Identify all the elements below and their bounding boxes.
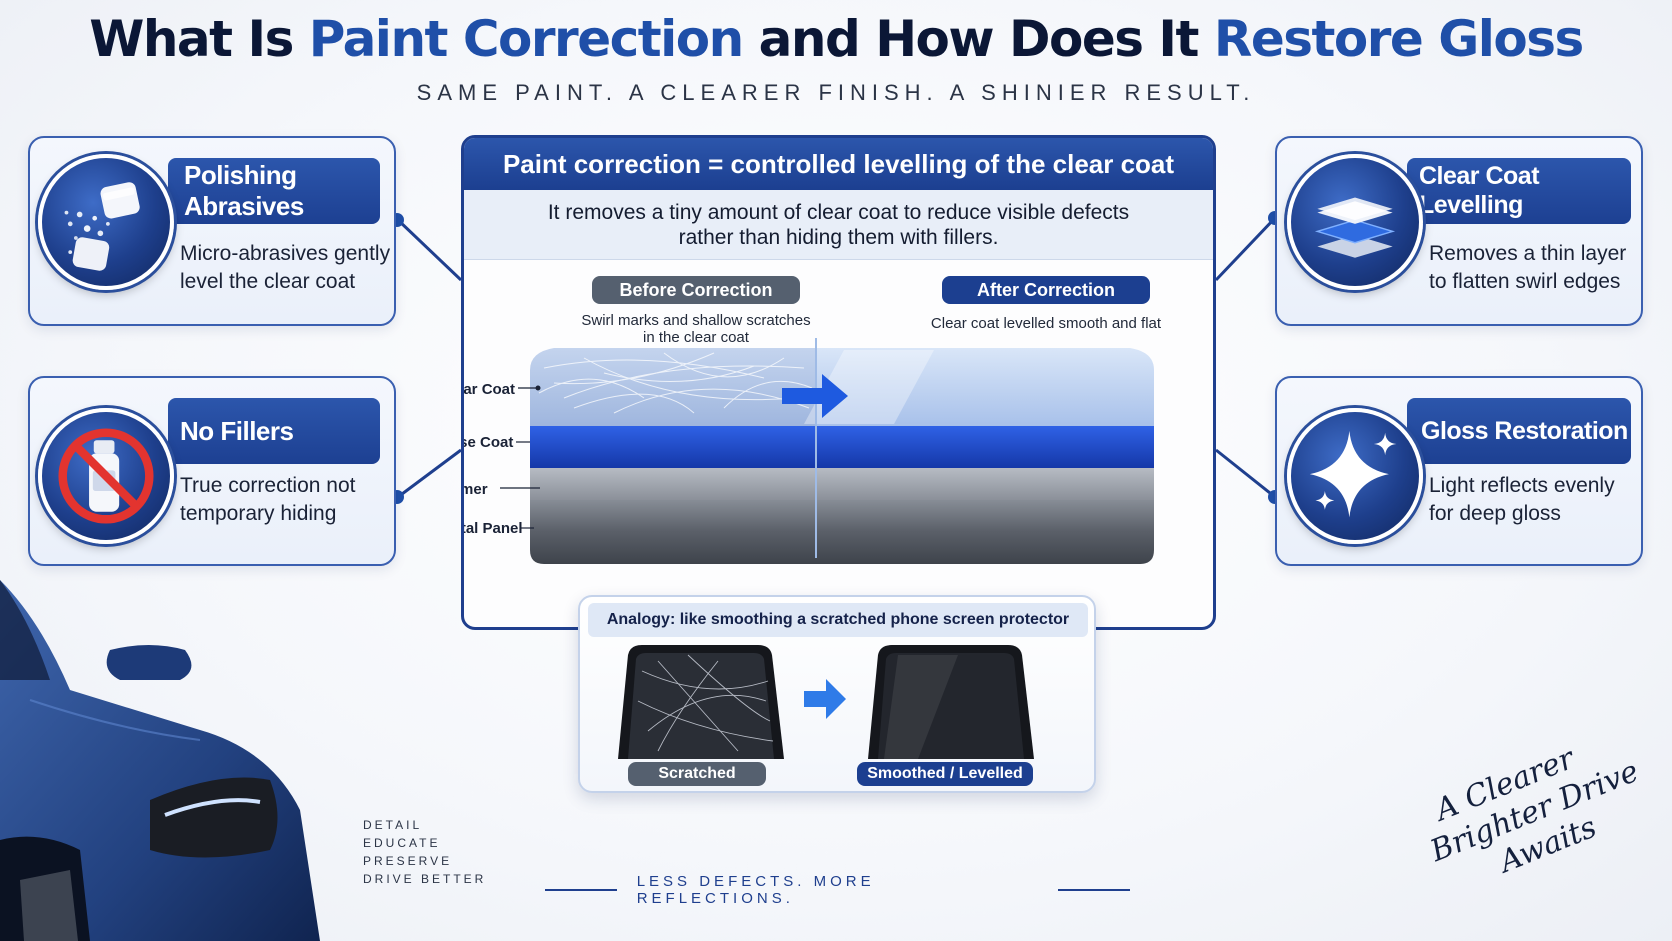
card-text-line: Micro-abrasives gently — [180, 242, 391, 265]
footer-values: DETAIL EDUCATE PRESERVE DRIVE BETTER — [363, 816, 486, 888]
caption-line: in the clear coat — [643, 329, 749, 346]
intro-line: It removes a tiny amount of clear coat t… — [547, 201, 1130, 224]
analogy-arrow-icon — [804, 679, 846, 719]
footer-value: DRIVE BETTER — [363, 872, 487, 886]
card-text-line: to flatten swirl edges — [1429, 270, 1621, 293]
analogy-panel: Analogy: like smoothing a scratched phon… — [578, 595, 1096, 793]
card-text-line: Removes a thin layer — [1429, 242, 1627, 265]
layer-label-metal-panel: Metal Panel — [461, 520, 523, 537]
card-text: Micro-abrasives gently level the clear c… — [180, 240, 390, 296]
swirl-scratches — [538, 352, 813, 414]
layers-icon — [1287, 154, 1423, 290]
footer-tagline: LESS DEFECTS. MORE REFLECTIONS. — [545, 873, 1130, 907]
center-heading: Paint correction = controlled levelling … — [464, 138, 1213, 190]
tagline-rule — [545, 889, 617, 891]
clear-coat-after — [816, 348, 1154, 426]
layer-label-primer: Primer — [461, 481, 488, 498]
title-highlight-1: Paint Correction — [308, 10, 744, 68]
layer-leader-lines — [500, 387, 540, 529]
footer-value: PRESERVE — [363, 854, 453, 868]
card-text-line: level the clear coat — [180, 270, 356, 293]
base-coat-layer — [530, 426, 1154, 468]
direction-arrow-icon — [782, 374, 848, 418]
after-correction-pill: After Correction — [942, 276, 1150, 304]
card-text: Light reflects evenly for deep gloss — [1429, 472, 1615, 528]
footer-value: DETAIL — [363, 818, 423, 832]
page-title: What Is Paint Correction and How Does It… — [0, 10, 1672, 68]
signature-text: A Clearer Brighter Drive Awaits — [1412, 717, 1672, 933]
analogy-heading: Analogy: like smoothing a scratched phon… — [588, 603, 1088, 637]
card-text: Removes a thin layer to flatten swirl ed… — [1429, 240, 1626, 296]
card-title: Gloss Restoration — [1407, 398, 1631, 464]
scratched-pill: Scratched — [628, 762, 766, 786]
center-intro: It removes a tiny amount of clear coat t… — [464, 190, 1213, 260]
smoothed-pill: Smoothed / Levelled — [857, 762, 1033, 786]
phone-comparison — [618, 645, 1034, 759]
connector-line-4 — [1215, 448, 1276, 499]
sparkle-icon — [1287, 408, 1423, 544]
after-caption: Clear coat levelled smooth and flat — [930, 315, 1162, 332]
intro-line: rather than hiding them with fillers. — [678, 226, 999, 249]
connector-line-1 — [396, 218, 463, 282]
paint-layers-diagram — [500, 338, 1154, 564]
layer-label-clear-coat: Clear Coat — [463, 381, 516, 398]
card-text: True correction not temporary hiding — [180, 472, 355, 528]
tagline-rule — [1058, 889, 1130, 891]
primer-layer — [530, 466, 1154, 500]
card-text-line: True correction not — [180, 474, 356, 497]
no-filler-bottle-icon — [38, 408, 174, 544]
title-part-2: and How Does It — [742, 10, 1214, 68]
center-panel: Paint correction = controlled levelling … — [461, 135, 1216, 630]
tagline-text: LESS DEFECTS. MORE REFLECTIONS. — [636, 873, 875, 907]
car-illustration — [0, 580, 320, 941]
page-subtitle: SAME PAINT. A CLEARER FINISH. A SHINIER … — [416, 80, 1256, 105]
metal-panel-layer — [530, 498, 1154, 564]
card-title: Polishing Abrasives — [168, 158, 380, 224]
layer-label-base-coat: Base Coat — [464, 434, 514, 451]
before-correction-pill: Before Correction — [592, 276, 800, 304]
title-part-1: What Is — [89, 10, 309, 68]
card-title: Clear Coat Levelling — [1407, 158, 1631, 224]
card-title: No Fillers — [168, 398, 380, 464]
connector-line-2 — [397, 448, 462, 499]
caption-line: Swirl marks and shallow scratches — [581, 312, 811, 329]
footer-value: EDUCATE — [363, 836, 441, 850]
card-text-line: Light reflects evenly — [1429, 474, 1615, 497]
connector-line-3 — [1214, 216, 1277, 282]
card-text-line: for deep gloss — [1429, 502, 1561, 525]
card-text-line: temporary hiding — [180, 502, 337, 525]
title-highlight-2: Restore Gloss — [1213, 10, 1584, 68]
abrasive-cubes-icon — [38, 154, 174, 290]
before-caption: Swirl marks and shallow scratches in the… — [556, 312, 836, 346]
